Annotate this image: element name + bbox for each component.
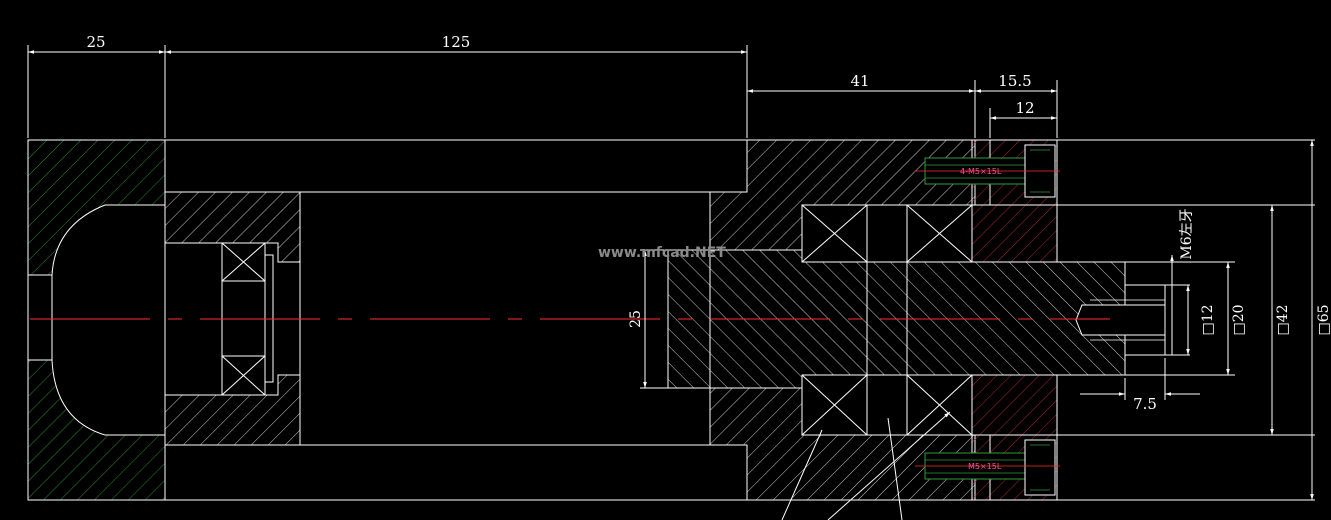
lower-bolt: M5×15L xyxy=(915,439,1060,496)
dim-15-5: 15.5 xyxy=(998,72,1031,90)
dim-25-left: 25 xyxy=(628,310,644,328)
upper-bolt: 4-M5×15L xyxy=(915,144,1060,198)
dim-7-5: 7.5 xyxy=(1133,395,1157,413)
dim-m6-thread: M6左牙 xyxy=(1179,208,1195,259)
watermark: www.mfcad.NET xyxy=(598,245,726,261)
dim-sq42: □42 xyxy=(1275,304,1291,335)
dim-sq20: □20 xyxy=(1231,304,1247,335)
dimension-lines xyxy=(27,45,1314,520)
dim-sq65: □65 xyxy=(1316,304,1331,335)
dim-sq12: □12 xyxy=(1200,304,1216,335)
upper-bolt-label: 4-M5×15L xyxy=(960,167,1002,176)
dim-25-top: 25 xyxy=(86,33,105,51)
main-bearings xyxy=(801,204,973,436)
dim-41: 41 xyxy=(850,72,869,90)
dim-12-top: 12 xyxy=(1015,99,1034,117)
lower-bolt-label: M5×15L xyxy=(968,462,1002,471)
left-end-cap xyxy=(27,139,166,501)
dim-125: 125 xyxy=(442,33,471,51)
